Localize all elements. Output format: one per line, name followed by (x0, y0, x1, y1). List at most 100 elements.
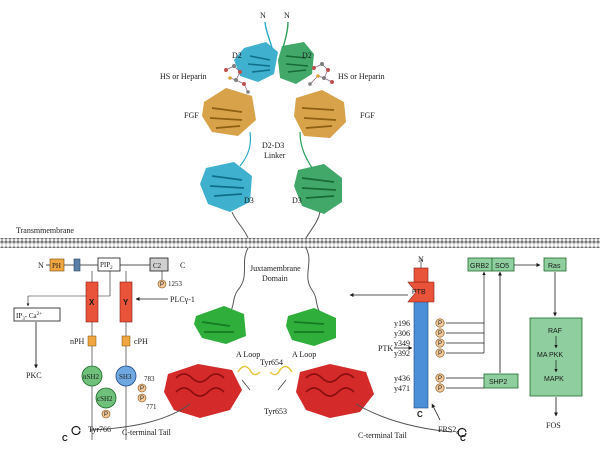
p-glyph-775: P (140, 396, 144, 402)
mapk-label: MAPK (544, 376, 564, 383)
hs-right-label: HS or Heparin (338, 72, 385, 81)
plc-ip3: IP3- Ca2+ (16, 312, 42, 322)
csh2-domain (95, 387, 117, 409)
raf-label: RAF (548, 328, 562, 335)
ctail-left-label: C-terminal Tail (122, 428, 172, 437)
extracellular-dimer (200, 21, 346, 239)
sh3-domain (115, 365, 137, 387)
p-glyph-y471: P (438, 386, 442, 392)
fgf-right-label: FGF (360, 111, 375, 120)
plcg-label: PLCγ-1 (170, 295, 195, 304)
p-glyph-783: P (140, 386, 144, 392)
frs2-body (413, 299, 429, 409)
p-glyph-y306: P (438, 331, 442, 337)
plc-y: Y (123, 298, 129, 307)
fgf-right (294, 90, 346, 138)
p-glyph-y392: P (438, 351, 442, 357)
juxta-label-2: Domain (262, 274, 288, 283)
plc-771: 771 (146, 403, 157, 411)
heparin-right (308, 62, 334, 86)
y-domain (119, 281, 133, 323)
c2-domain (149, 257, 169, 272)
cell-membrane (0, 238, 600, 248)
n-right-label: N (284, 11, 290, 20)
csh2-label: cSH2 (97, 395, 113, 403)
sos-box (491, 257, 515, 272)
ip3-box (13, 307, 61, 322)
d2-left-domain (234, 42, 278, 82)
intracellular-kinase (71, 247, 467, 438)
p-775 (137, 393, 147, 403)
p-sites-top (435, 318, 445, 358)
nsh2-domain (81, 365, 103, 387)
ras-box (543, 257, 567, 272)
mapkk-label: MA PKK (537, 352, 563, 359)
d3-left-label: D3 (244, 196, 254, 205)
p-783 (137, 383, 147, 393)
sh3-label: SH3 (119, 373, 132, 381)
p-glyph-y196: P (438, 321, 442, 327)
shp2-box (483, 373, 519, 389)
x-domain (85, 281, 99, 323)
cph-label: cPH (134, 337, 148, 346)
d3-left-domain (200, 162, 252, 212)
d2-left-label: D2 (232, 51, 242, 60)
plc-1253: 1253 (168, 280, 183, 288)
fgf-left-label: FGF (184, 111, 199, 120)
ctail-right-label: C-terminal Tail (358, 431, 408, 440)
pip2-box (97, 257, 121, 272)
plc-c-end: C (180, 261, 185, 270)
p-sites-bottom (435, 373, 445, 393)
plc-x: X (89, 298, 95, 307)
linker-label-1: D2-D3 (262, 141, 284, 150)
site-y306: y306 (394, 329, 410, 338)
site-y471: y471 (394, 384, 410, 393)
plc-n: N (38, 261, 44, 270)
p-glyph-csh2: P (104, 412, 108, 418)
ras-label: Ras (548, 263, 561, 270)
plc-gamma-structure (13, 257, 169, 440)
p-glyph-y349: P (438, 341, 442, 347)
juxta-label-1: Juxtamembrane (250, 264, 301, 273)
frs2-label: FRS2α (438, 425, 460, 436)
site-y196: y196 (394, 319, 410, 328)
sos-label: SO5 (495, 263, 509, 270)
cph-domain (121, 335, 131, 347)
d3-right-label: D3 (292, 196, 302, 205)
fos-label: FOS (546, 421, 561, 430)
tyr654-label: Tyr654 (260, 358, 283, 367)
mapk-box (529, 317, 583, 397)
mapk-cascade (467, 257, 583, 417)
plc-pip2: PIP2 (100, 261, 113, 271)
tyr653-label: Tyr653 (264, 407, 287, 416)
shp2-label: SHP2 (489, 379, 507, 386)
site-y392: y392 (394, 349, 410, 358)
aloop-left-label: A Loop (236, 350, 260, 359)
aloop-right-label: A Loop (292, 350, 316, 359)
pkc-label: PKC (26, 371, 42, 380)
heparin-left (224, 64, 250, 94)
p-glyph-y436: P (438, 376, 442, 382)
frs2-structure (349, 258, 486, 421)
frs-c: C (417, 410, 423, 419)
ptk-label: PTK (378, 344, 393, 353)
plc-ph: PH (52, 262, 61, 270)
plc-783: 783 (144, 375, 155, 383)
grb2-label: GRB2 (470, 263, 489, 270)
hs-left-label: HS or Heparin (160, 72, 207, 81)
tyr766-label: Tyr766 (88, 425, 111, 434)
linker-label-2: Linker (264, 151, 286, 160)
p-csh2 (101, 409, 111, 419)
p-glyph-1253: P (160, 282, 164, 288)
c-bottom-left: C (62, 434, 68, 443)
fgf-left (202, 88, 256, 136)
nph-label: nPH (70, 337, 84, 346)
ptb-label: PTB (412, 289, 426, 296)
nsh2-label: nSH2 (83, 373, 99, 381)
plc-c2: C2 (153, 262, 162, 270)
transmembrane-label: Transmmembrane (16, 226, 74, 235)
c-bottom-right: C (460, 434, 466, 443)
ptb-domain (407, 281, 435, 303)
